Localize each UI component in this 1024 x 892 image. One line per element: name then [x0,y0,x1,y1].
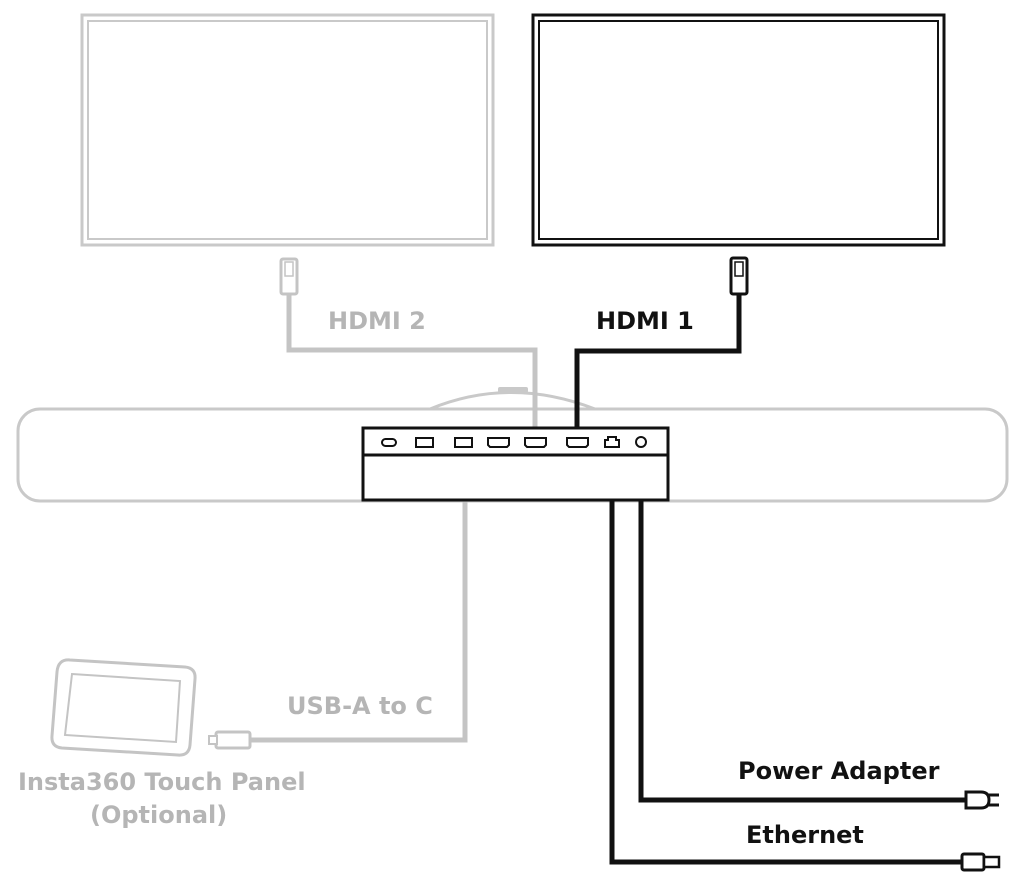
hdmi1-cable [574,256,749,428]
ethernet-label: Ethernet [746,821,864,849]
usb-a-port-2 [454,437,473,448]
usb-label: USB-A to C [287,692,433,720]
primary-monitor [531,13,946,247]
dc-power-port [635,436,647,448]
hdmi-port-3 [566,437,589,448]
touch-panel-optional-label: (Optional) [90,801,228,829]
port-hub [361,426,670,502]
hdmi-port-1 [487,437,510,448]
usb-c-port [381,438,397,447]
usb-a-port-1 [415,437,434,448]
hdmi2-cable [279,257,538,428]
usb-cable [208,455,468,750]
hdmi-port-2 [524,437,547,448]
secondary-monitor [80,13,495,247]
ethernet-port [604,436,620,448]
touch-panel [50,658,197,757]
hdmi2-label: HDMI 2 [328,307,426,335]
power-adapter-label: Power Adapter [738,757,940,785]
touch-panel-label: Insta360 Touch Panel [18,768,306,796]
ethernet-cable [609,455,1001,872]
hdmi1-label: HDMI 1 [596,307,694,335]
power-cable [638,455,999,810]
